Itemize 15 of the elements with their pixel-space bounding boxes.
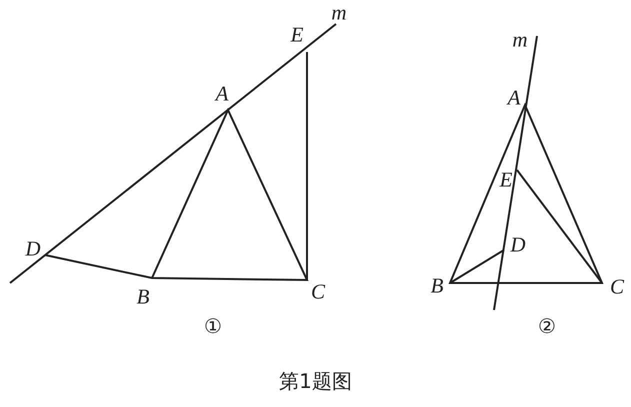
point-label: D xyxy=(25,238,41,260)
caption: 第1题图 xyxy=(278,368,353,395)
figure-number: ① xyxy=(204,316,222,336)
point-label: A xyxy=(216,84,228,104)
figure-number: ② xyxy=(538,316,556,336)
point-label: C xyxy=(610,276,624,298)
point-label: E xyxy=(290,24,304,46)
point-label: m xyxy=(512,30,528,50)
point-label: C xyxy=(311,282,325,302)
point-label: B xyxy=(136,286,150,308)
point-label: E xyxy=(500,170,512,190)
point-label: A xyxy=(508,88,520,108)
point-label: D xyxy=(510,234,526,256)
point-label: m xyxy=(331,2,347,24)
point-label: B xyxy=(430,276,444,296)
